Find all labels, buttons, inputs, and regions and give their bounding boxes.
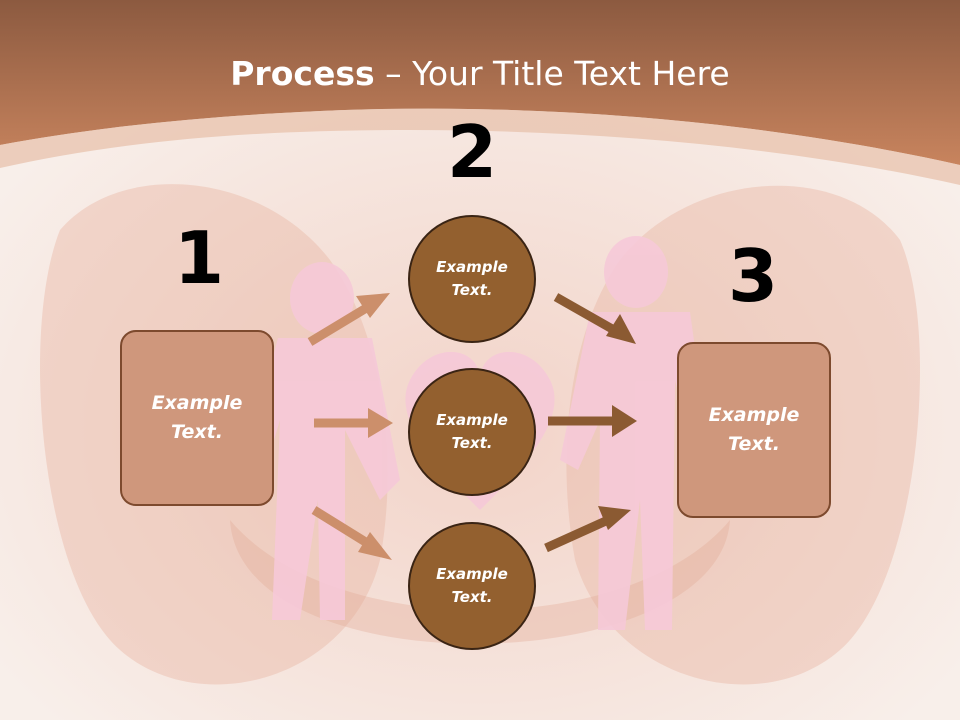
step-number-2: 2 xyxy=(446,110,498,194)
circle-1-label: Example Text. xyxy=(436,258,508,299)
arrow-left-to-circle2 xyxy=(314,408,393,438)
circle-3: Example Text. xyxy=(408,522,536,650)
arrow-left-to-circle3 xyxy=(311,506,392,560)
circle-1: Example Text. xyxy=(408,215,536,343)
circle-2-label: Example Text. xyxy=(436,411,508,452)
arrow-circle3-to-right xyxy=(544,506,631,553)
arrow-circle1-to-right xyxy=(553,293,636,344)
arrow-left-to-circle1 xyxy=(307,293,390,346)
circle-2: Example Text. xyxy=(408,368,536,496)
left-text-box: Example Text. xyxy=(120,330,274,506)
arrows xyxy=(307,293,637,560)
header-curve-light xyxy=(0,108,960,185)
title-rest: – Your Title Text Here xyxy=(374,54,730,93)
right-text-box: Example Text. xyxy=(677,342,831,518)
title-bold: Process xyxy=(230,54,375,93)
step-number-1: 1 xyxy=(173,216,225,300)
right-box-label: Example Text. xyxy=(708,404,800,455)
header-band xyxy=(0,0,960,165)
slide-title: Process – Your Title Text Here xyxy=(0,52,960,96)
circle-3-label: Example Text. xyxy=(436,565,508,606)
arrow-circle2-to-right xyxy=(548,405,637,437)
step-number-3: 3 xyxy=(727,234,779,318)
left-box-label: Example Text. xyxy=(151,392,243,443)
